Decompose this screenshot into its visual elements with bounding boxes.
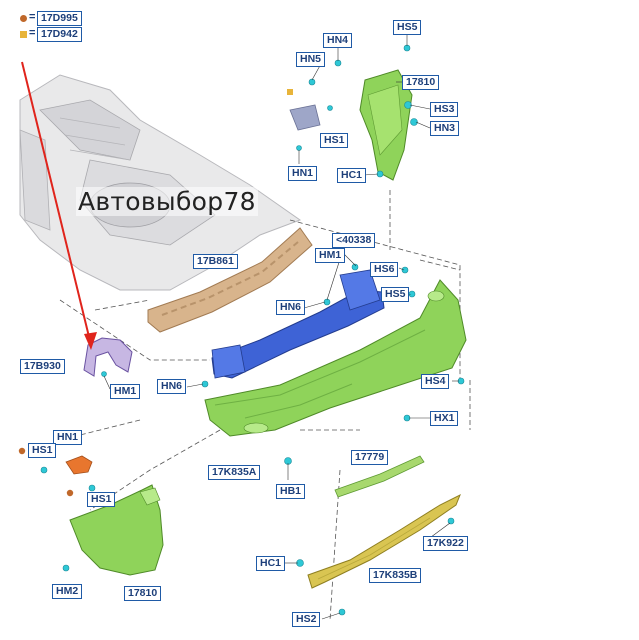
callout-hs1-mid[interactable]: HS1	[87, 492, 116, 507]
bracket-17810-upper	[359, 69, 413, 181]
bracket-17b930	[83, 337, 133, 377]
callout-hx1[interactable]: HX1	[430, 411, 459, 426]
clip-dot-a	[18, 447, 26, 455]
callout-hn6-lower[interactable]: HN6	[157, 379, 187, 394]
callout-hs6-upper[interactable]: HS6	[370, 262, 399, 277]
callout-hc1-top[interactable]: HC1	[337, 168, 367, 183]
callout-hn6-upper[interactable]: HN6	[276, 300, 306, 315]
fasteners	[40, 44, 465, 616]
label-leaders	[103, 34, 459, 620]
callout-hn1-top[interactable]: HN1	[288, 166, 318, 181]
clip-dot-b	[66, 489, 74, 497]
callout-hm1-upper[interactable]: HM1	[315, 248, 346, 263]
vehicle-underbody	[19, 74, 302, 291]
callout-hn4[interactable]: HN4	[323, 33, 353, 48]
bracket-orange	[65, 455, 93, 475]
callout-hs1-top[interactable]: HS1	[320, 133, 349, 148]
energy-absorber-17b861	[147, 227, 313, 333]
legend-code: 17D942	[37, 27, 82, 42]
callout-17k922[interactable]: 17K922	[423, 536, 468, 551]
callout-hn5[interactable]: HN5	[296, 52, 326, 67]
equals-sign: =	[29, 11, 36, 23]
corner-piece-17810-lower	[69, 484, 164, 576]
callout-hc1-bottom[interactable]: HC1	[256, 556, 286, 571]
callout-17810-top[interactable]: 17810	[402, 75, 440, 90]
callout-hs5-mid[interactable]: HS5	[381, 287, 410, 302]
equals-sign: =	[29, 27, 36, 39]
callout-hm1-lower[interactable]: HM1	[110, 384, 141, 399]
callout-17779[interactable]: 17779	[351, 450, 389, 465]
yellow-clip-marker	[287, 89, 293, 95]
callout-hs1-left[interactable]: HS1	[28, 443, 57, 458]
dot-marker-icon	[20, 15, 27, 22]
bumper-cover-17k835a	[204, 279, 467, 437]
red-arrow	[21, 61, 97, 350]
callout-hn1-left[interactable]: HN1	[53, 430, 83, 445]
callout-17b930[interactable]: 17B930	[20, 359, 65, 374]
callout-hs5-top[interactable]: HS5	[393, 20, 422, 35]
callout-hm2[interactable]: HM2	[52, 584, 83, 599]
callout-hs4[interactable]: HS4	[421, 374, 450, 389]
callout-40338[interactable]: <40338	[332, 233, 376, 248]
reinforcement-beam-40338	[211, 269, 385, 379]
callout-hs2[interactable]: HS2	[292, 612, 321, 627]
square-marker-icon	[20, 31, 27, 38]
legend-code: 17D995	[37, 11, 82, 26]
callout-17b861[interactable]: 17B861	[193, 254, 238, 269]
watermark-text: Автовыбор78	[76, 187, 258, 216]
small-bracket-grey	[289, 104, 321, 131]
callout-17k835b[interactable]: 17K835B	[369, 568, 422, 583]
lower-strip-17k835b	[307, 493, 461, 589]
callout-17810-bottom[interactable]: 17810	[124, 586, 162, 601]
callout-hb1[interactable]: HB1	[276, 484, 306, 499]
callout-hn3[interactable]: HN3	[430, 121, 460, 136]
strip-17779	[334, 455, 425, 498]
callout-hs3[interactable]: HS3	[430, 102, 459, 117]
callout-17k835a[interactable]: 17K835A	[208, 465, 261, 480]
